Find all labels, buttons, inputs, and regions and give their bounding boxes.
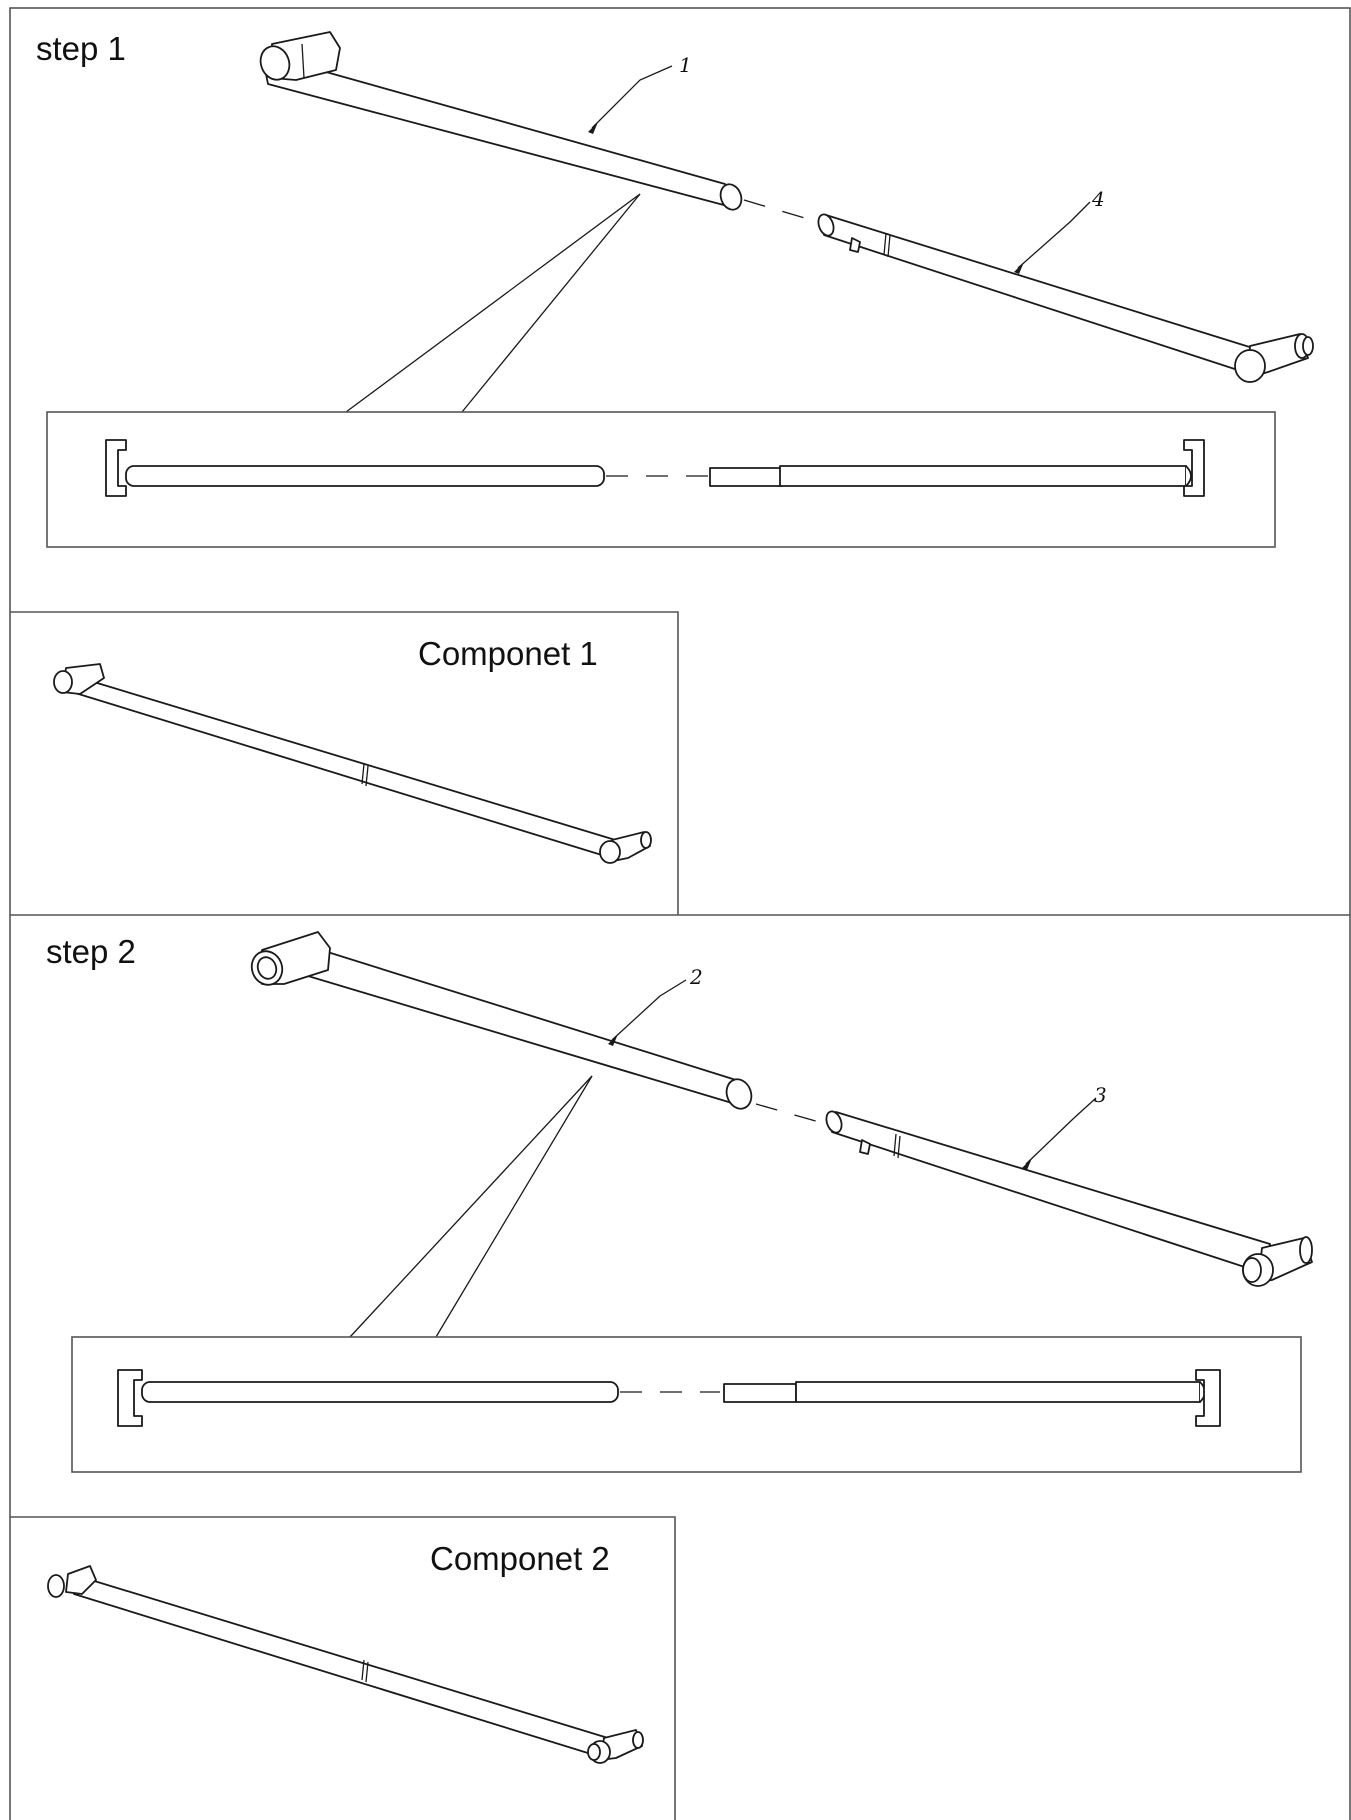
component-1-assembly (53, 663, 652, 864)
part-1-callout: 1 (588, 53, 692, 134)
component-2-assembly (47, 1565, 644, 1764)
frames (9, 7, 1351, 1820)
part-2-rod (250, 931, 753, 1110)
step-2-assembly-line (755, 1103, 827, 1125)
part-4-callout: 4 (1014, 187, 1105, 274)
step-1-zoom-lines (345, 193, 641, 413)
part-1-number: 1 (679, 53, 692, 77)
component-1-frame (10, 611, 679, 915)
step-2-zoom-lines (349, 1075, 593, 1338)
part-3-number: 3 (1094, 1083, 1107, 1107)
outer-border (9, 7, 1351, 1820)
component-1-title: Componet 1 (418, 635, 598, 672)
part-3-rod (825, 1110, 1313, 1287)
step-2-detail-frame (71, 1336, 1302, 1473)
part-4-rod (817, 213, 1314, 383)
step-1-detail-frame (46, 411, 1276, 548)
step-1-assembly-line (743, 199, 819, 223)
step-2-title: step 2 (46, 933, 136, 970)
component-2-frame (10, 1516, 676, 1820)
part-2-callout: 2 (608, 965, 703, 1046)
step-1-title: step 1 (36, 30, 126, 67)
step-1-side-view (46, 411, 1276, 548)
part-4-number: 4 (1091, 187, 1105, 211)
part-3-callout: 3 (1022, 1083, 1107, 1170)
part-2-number: 2 (689, 965, 703, 989)
component-2-title: Componet 2 (430, 1540, 610, 1577)
part-1-rod (259, 31, 743, 211)
step-2-side-view (71, 1336, 1302, 1473)
